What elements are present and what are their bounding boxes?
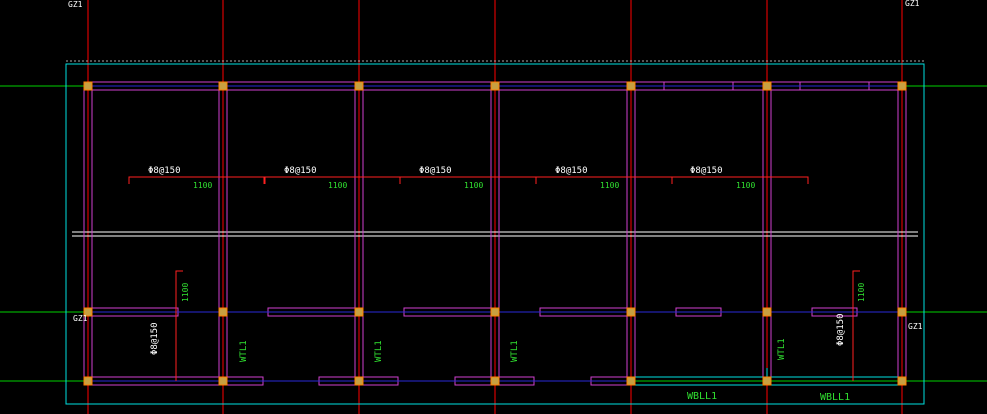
column	[218, 81, 228, 91]
side-rebar-right: Φ8@150 1100	[836, 270, 866, 381]
column	[83, 81, 93, 91]
column-label: GZ1	[73, 314, 88, 323]
column-label: GZ1	[905, 0, 920, 8]
rebar-length: 1100	[736, 181, 755, 190]
column	[626, 307, 636, 317]
column	[354, 81, 364, 91]
column	[762, 81, 772, 91]
beam-label: WBLL1	[687, 391, 717, 402]
rebar-length: 1100	[193, 181, 212, 190]
column	[626, 376, 636, 386]
column	[218, 307, 228, 317]
rebar-spec: Φ8@150	[419, 166, 452, 176]
slab-outline	[65, 63, 925, 405]
column	[490, 376, 500, 386]
side-rebar-annotations: Φ8@150 1100 Φ8@150 1100	[150, 270, 866, 381]
rebar-annotation-5: Φ8@150 1100	[671, 166, 809, 190]
rebar-spec: Φ8@150	[148, 166, 181, 176]
column	[354, 376, 364, 386]
beam-labels-vertical: WTL1 WTL1 WTL1 WTL1	[239, 338, 787, 362]
rebar-spec: Φ8@150	[690, 166, 723, 176]
column	[762, 376, 772, 386]
side-rebar-dim-line	[175, 270, 183, 381]
rebar-spec: Φ8@150	[150, 322, 160, 355]
column	[490, 81, 500, 91]
column	[218, 376, 228, 386]
column	[83, 376, 93, 386]
rebar-length: 1100	[328, 181, 347, 190]
rebar-length: 1100	[181, 283, 190, 302]
rebar-dim-line	[671, 176, 809, 184]
column	[626, 81, 636, 91]
rebar-length: 1100	[857, 283, 866, 302]
top-rebar-annotations: Φ8@150 1100 Φ8@150 1100 Φ8@150 1100 Φ8@1…	[128, 166, 809, 190]
center-double-line	[72, 231, 918, 237]
beam-label: WBLL1	[820, 392, 850, 403]
column	[897, 307, 907, 317]
rebar-annotation-1: Φ8@150 1100	[128, 166, 266, 190]
side-rebar-left: Φ8@150 1100	[150, 270, 190, 381]
rebar-dim-line	[128, 176, 266, 184]
column-labels: GZ1 GZ1 GZ1 GZ1	[68, 0, 923, 331]
beam-label: WTL1	[239, 340, 249, 362]
columns	[83, 81, 907, 386]
column-label: GZ1	[908, 322, 923, 331]
column-label: GZ1	[68, 0, 83, 9]
side-rebar-dim-line	[852, 270, 860, 381]
column	[897, 81, 907, 91]
beam-label: WTL1	[777, 338, 787, 360]
beam-label: WTL1	[510, 340, 520, 362]
column	[83, 307, 93, 317]
rebar-spec: Φ8@150	[555, 166, 588, 176]
rebar-spec: Φ8@150	[284, 166, 317, 176]
column	[897, 376, 907, 386]
rebar-length: 1100	[600, 181, 619, 190]
column	[354, 307, 364, 317]
rebar-length: 1100	[464, 181, 483, 190]
rebar-spec: Φ8@150	[836, 313, 846, 346]
vertical-axis-lines	[87, 0, 903, 414]
beam-labels-horizontal: WBLL1 WBLL1	[687, 391, 850, 403]
column	[762, 307, 772, 317]
column	[490, 307, 500, 317]
beam-label: WTL1	[374, 340, 384, 362]
